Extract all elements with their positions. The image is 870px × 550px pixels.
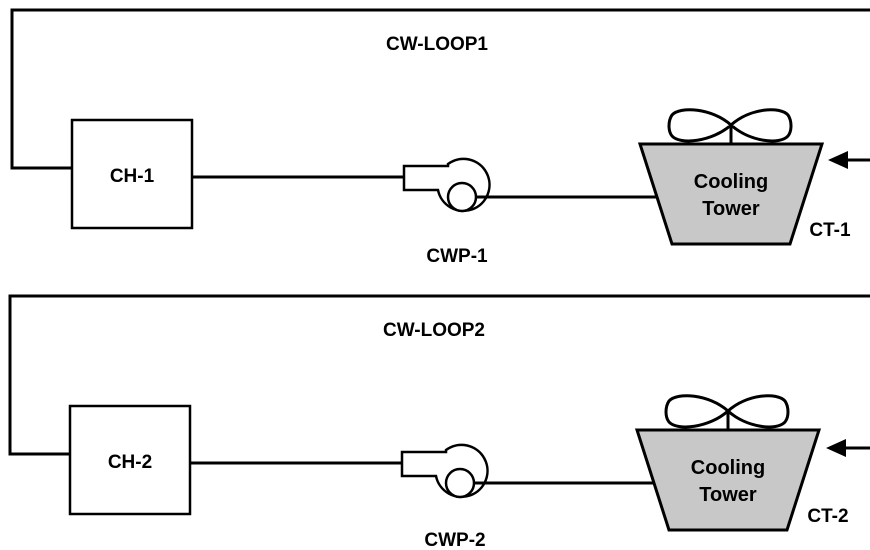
cooling-tower-2 bbox=[634, 428, 822, 532]
cooling-tower-2-id: CT-2 bbox=[807, 506, 848, 527]
cooling-tower-1-id: CT-1 bbox=[809, 220, 851, 241]
air-inlet-arrow-1-icon bbox=[828, 151, 870, 169]
loop-1-label: CW-LOOP1 bbox=[386, 34, 488, 55]
loop-1-return-pipe bbox=[10, 8, 870, 170]
cooling-tower-1-text-line2: Tower bbox=[702, 198, 760, 220]
loop-2-label: CW-LOOP2 bbox=[383, 320, 485, 341]
pump-2-icon bbox=[400, 443, 489, 499]
cooling-tower-1-text-line1: Cooling bbox=[694, 171, 768, 193]
chiller-1-box bbox=[70, 118, 194, 230]
chiller-2-box bbox=[68, 404, 192, 516]
pump-2-label: CWP-2 bbox=[424, 530, 485, 550]
loop-2: CW-LOOP2 CH-2 CWP-2 Cooling Tower CT-2 bbox=[8, 294, 870, 550]
loop-1: CW-LOOP1 CH-1 CWP-1 Cooling Tower CT-1 bbox=[10, 8, 870, 267]
chiller-1-label: CH-1 bbox=[110, 166, 155, 187]
fan-1-icon bbox=[667, 108, 793, 143]
cooling-tower-2-text-line2: Tower bbox=[699, 484, 757, 506]
cooling-tower-2-text-line1: Cooling bbox=[691, 457, 765, 479]
pump-1-label: CWP-1 bbox=[426, 246, 488, 267]
pump-1-icon bbox=[402, 157, 491, 213]
air-inlet-arrow-2-icon bbox=[826, 439, 870, 457]
cooling-tower-1 bbox=[637, 142, 825, 246]
chiller-2-label: CH-2 bbox=[108, 452, 152, 473]
fan-2-icon bbox=[664, 394, 790, 429]
loop-2-return-pipe bbox=[8, 294, 870, 456]
